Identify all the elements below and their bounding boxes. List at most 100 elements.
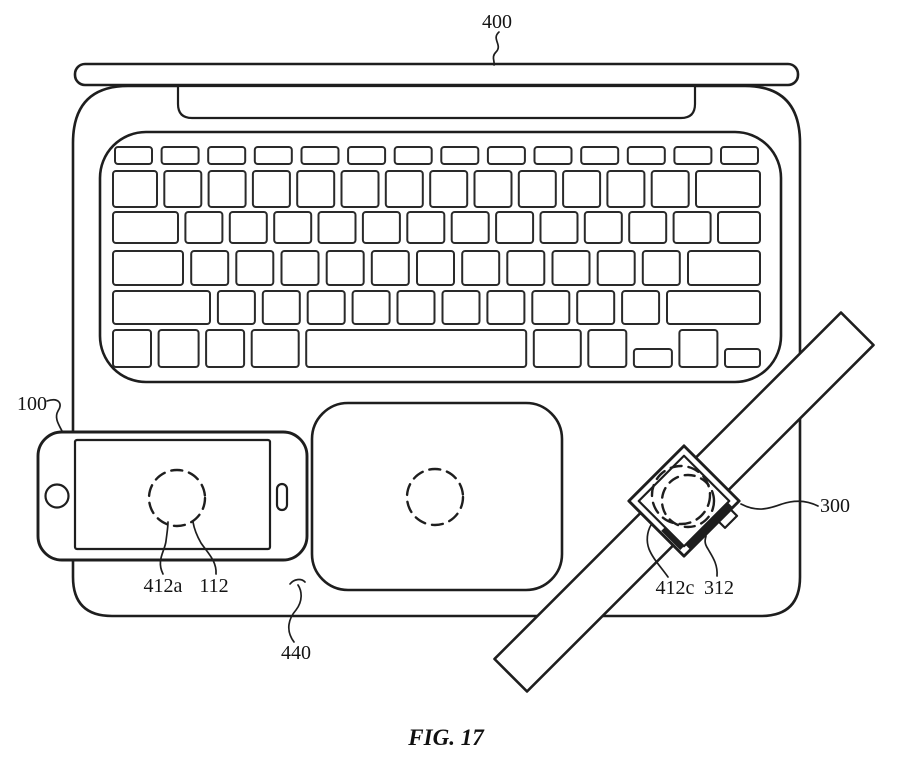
keyboard-key bbox=[235, 250, 275, 286]
keyboard-key bbox=[672, 211, 712, 244]
keyboard-key bbox=[576, 290, 616, 325]
keyboard-key bbox=[596, 250, 636, 286]
leader-400 bbox=[492, 31, 500, 66]
label-412c: 412c bbox=[656, 577, 695, 599]
keyboard-key bbox=[370, 250, 410, 286]
keyboard-key bbox=[539, 211, 579, 244]
label-312: 312 bbox=[704, 577, 734, 599]
keyboard-key bbox=[112, 211, 179, 244]
keyboard-key bbox=[587, 329, 628, 368]
keyboard-key bbox=[440, 146, 480, 165]
keyboard-key bbox=[207, 146, 247, 165]
watch-face-shading-left bbox=[661, 527, 684, 550]
keyboard-key bbox=[228, 211, 268, 244]
label-412a: 412a bbox=[144, 575, 183, 597]
keyboard-key bbox=[628, 211, 668, 244]
keyboard-key bbox=[305, 329, 528, 368]
keyboard-key bbox=[396, 290, 436, 325]
keyboard-key bbox=[273, 211, 313, 244]
label-440: 440 bbox=[281, 642, 311, 664]
keyboard-key bbox=[317, 211, 357, 244]
keyboard-key bbox=[393, 146, 433, 165]
leader-412c bbox=[646, 524, 669, 578]
keyboard-key bbox=[296, 170, 336, 208]
keyboard-key bbox=[473, 170, 513, 208]
leader-100 bbox=[46, 399, 63, 432]
trackpad-charging-region bbox=[310, 401, 564, 592]
keyboard-key bbox=[632, 348, 673, 368]
keyboard-key bbox=[450, 211, 490, 244]
keyboard-key bbox=[621, 290, 661, 325]
keyboard-key bbox=[551, 250, 591, 286]
keyboard-key bbox=[533, 146, 573, 165]
watch-rx-coil-dashed-circle bbox=[660, 473, 716, 529]
laptop-hinge bbox=[176, 84, 697, 120]
phone-earpiece-slot bbox=[275, 482, 289, 512]
leader-312 bbox=[704, 535, 718, 577]
keyboard-key bbox=[112, 290, 211, 325]
leader-300 bbox=[740, 500, 819, 510]
keyboard-keys bbox=[112, 146, 761, 368]
keyboard-key bbox=[461, 250, 501, 286]
keyboard-key bbox=[606, 170, 646, 208]
keyboard-key bbox=[562, 170, 602, 208]
keyboard-key bbox=[583, 211, 623, 244]
keyboard-key bbox=[486, 146, 526, 165]
keyboard-key bbox=[112, 250, 184, 286]
keyboard-key bbox=[207, 170, 247, 208]
keyboard-key bbox=[532, 329, 582, 368]
label-400: 400 bbox=[482, 11, 512, 33]
leader-440-tip bbox=[289, 578, 306, 585]
keyboard-key bbox=[495, 211, 535, 244]
keyboard-key bbox=[280, 250, 320, 286]
keyboard-key bbox=[650, 170, 690, 208]
leader-412a bbox=[159, 521, 169, 575]
keyboard-key bbox=[114, 146, 153, 165]
keyboard-key bbox=[517, 170, 557, 208]
keyboard-key bbox=[429, 170, 469, 208]
keyboard-key bbox=[112, 329, 152, 368]
label-300: 300 bbox=[820, 495, 850, 517]
keyboard-key bbox=[347, 146, 387, 165]
figure-caption: FIG. 17 bbox=[407, 725, 485, 750]
laptop-lid-edge bbox=[73, 62, 800, 87]
phone-screen bbox=[73, 438, 272, 551]
phone-home-button bbox=[44, 483, 70, 509]
watch-face-shading bbox=[685, 502, 733, 550]
keyboard-key bbox=[531, 290, 571, 325]
keyboard-key bbox=[163, 170, 203, 208]
label-112: 112 bbox=[199, 575, 228, 597]
keyboard-key bbox=[160, 146, 200, 165]
keyboard-key bbox=[205, 329, 246, 368]
leader-440 bbox=[287, 584, 302, 643]
keyboard-key bbox=[216, 290, 256, 325]
keyboard-key bbox=[340, 170, 380, 208]
keyboard-key bbox=[720, 146, 759, 165]
keyboard-key bbox=[416, 250, 455, 286]
keyboard-key bbox=[666, 290, 761, 325]
keyboard-key bbox=[580, 146, 620, 165]
keyboard-key bbox=[361, 211, 401, 244]
phone-group bbox=[36, 430, 309, 562]
keyboard-key bbox=[261, 290, 301, 325]
keyboard-key bbox=[325, 250, 365, 286]
keyboard-key bbox=[250, 329, 300, 368]
keyboard-key bbox=[384, 170, 424, 208]
keyboard-key bbox=[190, 250, 230, 286]
keyboard-key bbox=[626, 146, 666, 165]
keyboard-key bbox=[251, 170, 291, 208]
keyboard-key bbox=[253, 146, 293, 165]
keyboard-key bbox=[351, 290, 391, 325]
keyboard-key bbox=[695, 170, 761, 208]
keyboard-key bbox=[678, 329, 719, 368]
keyboard-key bbox=[406, 211, 446, 244]
leader-112 bbox=[192, 521, 217, 575]
keyboard-key bbox=[717, 211, 761, 244]
keyboard-key bbox=[506, 250, 546, 286]
phone-coil-dashed-circle bbox=[147, 468, 207, 528]
keyboard-key bbox=[673, 146, 713, 165]
watch-face-group bbox=[627, 444, 741, 558]
keyboard-key bbox=[300, 146, 340, 165]
